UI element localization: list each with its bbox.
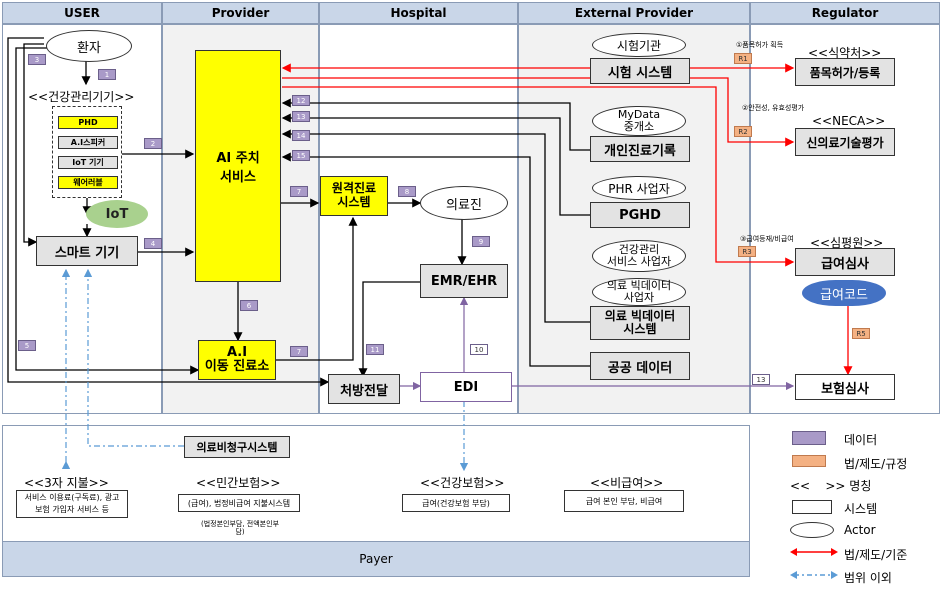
bigdata-system[interactable]: 의료 빅데이터 시스템	[590, 306, 690, 340]
insurance-review-box[interactable]: 보험심사	[795, 374, 895, 400]
bigdata-org-actor[interactable]: 의료 빅데이터 사업자	[592, 278, 686, 306]
legend-law: 법/제도/규정	[844, 457, 908, 471]
legend-law-arrow: 법/제도/기준	[844, 548, 908, 562]
legend-data-swatch	[792, 431, 826, 445]
data-tag: 5	[18, 340, 36, 351]
lane-regulator	[750, 24, 940, 414]
data-tag: 6	[240, 300, 258, 311]
payer-label: Payer	[2, 541, 750, 577]
legend-system-swatch	[792, 500, 832, 514]
iot-cloud-label: IoT	[105, 206, 129, 222]
annotation-benefit: ③급여등재/비급여	[740, 235, 794, 243]
new-tech-eval-box[interactable]: 신의료기술평가	[795, 128, 895, 156]
pghd-system[interactable]: PGHD	[590, 202, 690, 228]
approval-box[interactable]: 품목허가/등록	[795, 58, 895, 86]
data-tag: 12	[292, 95, 310, 106]
lane-header-provider: Provider	[162, 2, 319, 24]
data-tag: 1	[98, 69, 116, 80]
public-data-system[interactable]: 공공 데이터	[590, 352, 690, 380]
legend-arrows	[790, 548, 838, 579]
legend-actor-swatch	[790, 522, 834, 538]
mydata-org-actor[interactable]: MyData 중개소	[592, 106, 686, 136]
data-tag: 13	[292, 111, 310, 122]
ai-mobile-clinic[interactable]: A.I 이동 진료소	[198, 340, 276, 380]
test-system[interactable]: 시험 시스템	[590, 58, 690, 84]
data-tag: 13	[752, 374, 770, 385]
private-ins-note: (법정본인부담, 전액본인부 담)	[200, 520, 280, 537]
legend-system: 시스템	[844, 502, 878, 516]
national-ins-label: <<건강보험>>	[420, 476, 505, 490]
legend-data: 데이터	[844, 433, 878, 447]
data-tag: 15	[292, 150, 310, 161]
smart-device[interactable]: 스마트 기기	[36, 236, 138, 266]
legend-out-scope: 범위 이외	[844, 571, 892, 585]
lane-header-hospital: Hospital	[319, 2, 518, 24]
third-party-desc: 서비스 이용료(구독료), 광고 보험 가입자 서비스 등	[16, 490, 128, 518]
prescription-delivery[interactable]: 처방전달	[328, 374, 400, 404]
lane-header-regulator: Regulator	[750, 2, 940, 24]
non-benefit-desc: 급여 본인 부담, 비급여	[564, 490, 684, 512]
mfds-label: <<식약처>>	[808, 46, 882, 60]
law-tag: R2	[734, 126, 752, 137]
test-org-actor[interactable]: 시험기관	[592, 33, 686, 57]
data-tag: 4	[144, 238, 162, 249]
private-ins-desc: (급여), 법정비급여 지불시스템	[178, 494, 300, 512]
patient-actor[interactable]: 환자	[46, 30, 132, 62]
private-ins-label: <<민간보험>>	[196, 476, 281, 490]
edi-system[interactable]: EDI	[420, 372, 512, 402]
iot-cloud-icon: IoT	[86, 200, 148, 228]
doctor-actor[interactable]: 의료진	[420, 186, 508, 220]
data-tag: 7	[290, 346, 308, 357]
benefit-review-box[interactable]: 급여심사	[795, 248, 895, 276]
device-group-label: <<건강관리기기>>	[28, 90, 135, 104]
law-tag: R3	[738, 246, 756, 257]
hira-label: <<심평원>>	[810, 236, 884, 250]
law-tag: R1	[734, 53, 752, 64]
personal-record-system[interactable]: 개인진료기록	[590, 136, 690, 162]
legend-law-swatch	[792, 455, 826, 467]
data-tag: 8	[398, 186, 416, 197]
non-benefit-label: <<비급여>>	[590, 476, 664, 490]
annotation-approval: ①품목허가 획득	[736, 41, 784, 49]
legend-actor: Actor	[844, 523, 876, 537]
ai-main-service[interactable]: AI 주치 서비스	[195, 50, 281, 282]
national-ins-desc: 급여(건강보험 부담)	[402, 494, 510, 512]
emr-ehr-system[interactable]: EMR/EHR	[420, 264, 508, 298]
device-phd[interactable]: PHD	[58, 116, 118, 129]
law-tag: R5	[852, 328, 870, 339]
lane-header-external: External Provider	[518, 2, 750, 24]
data-tag: 3	[28, 54, 46, 65]
data-tag: 9	[472, 236, 490, 247]
benefit-code-db[interactable]: 급여코드	[802, 280, 886, 306]
device-iot[interactable]: IoT 기기	[58, 156, 118, 169]
legend-stereotype: << >> 명칭	[790, 479, 872, 493]
device-wearable[interactable]: 웨어러블	[58, 176, 118, 189]
third-party-label: <<3자 지불>>	[24, 476, 109, 490]
annotation-safety: ②안전성, 유효성평가	[742, 104, 805, 112]
data-tag: 2	[144, 138, 162, 149]
device-ai-speaker[interactable]: A.I스피커	[58, 136, 118, 149]
data-tag: 14	[292, 130, 310, 141]
health-mgmt-org-actor[interactable]: 건강관리 서비스 사업자	[592, 240, 686, 272]
claim-system[interactable]: 의료비청구시스템	[184, 436, 290, 458]
lane-header-user: USER	[2, 2, 162, 24]
phr-org-actor[interactable]: PHR 사업자	[592, 176, 686, 200]
data-tag: 11	[366, 344, 384, 355]
data-tag: 7	[290, 186, 308, 197]
data-tag: 10	[470, 344, 488, 355]
neca-label: <<NECA>>	[812, 114, 886, 128]
telemedicine-system[interactable]: 원격진료 시스템	[320, 176, 388, 216]
